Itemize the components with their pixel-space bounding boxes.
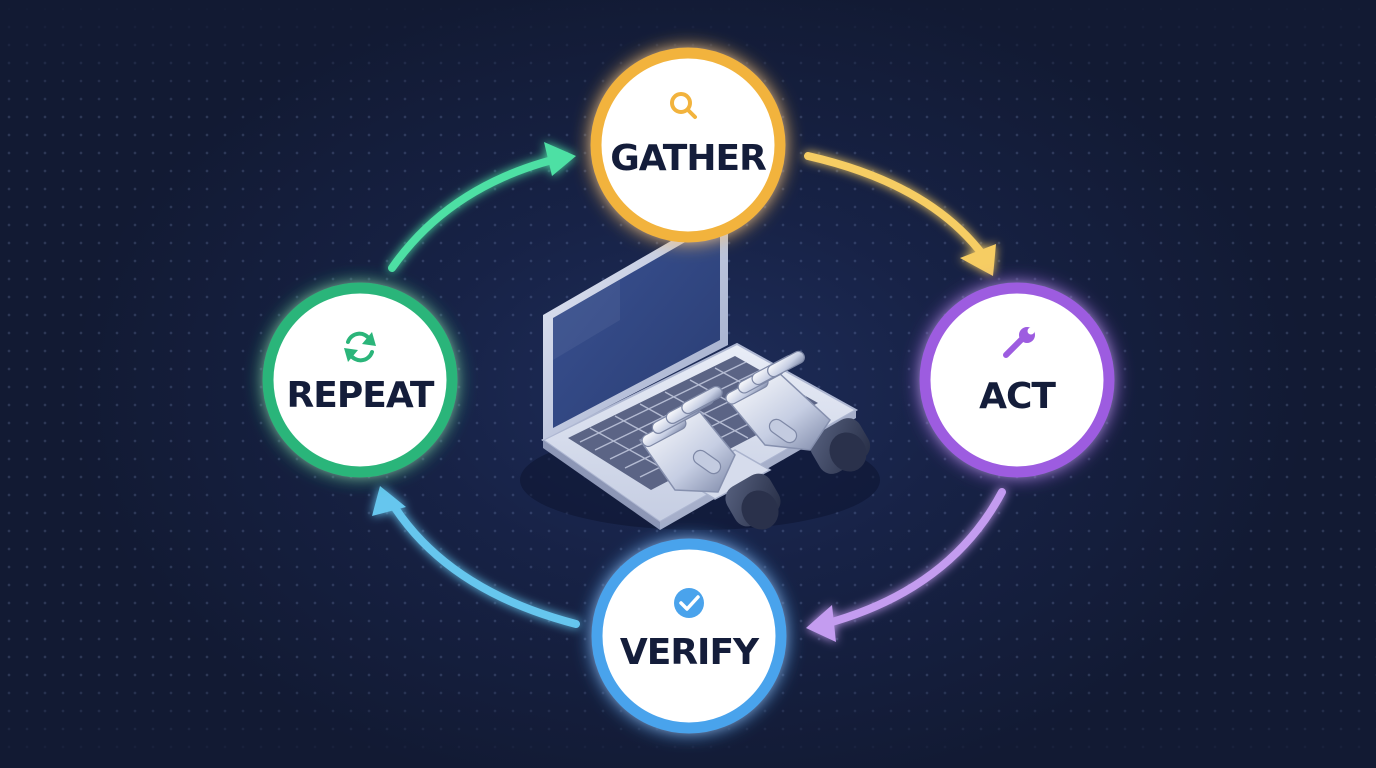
node-repeat: REPEAT <box>262 282 458 478</box>
arrow-act-to-verify <box>806 488 1006 642</box>
checkmark-icon <box>674 588 704 618</box>
refresh-icon <box>344 331 376 363</box>
arrow-gather-to-act <box>804 152 996 276</box>
node-repeat-ring <box>262 282 458 478</box>
node-verify: VERIFY <box>591 538 787 734</box>
node-gather-ring <box>590 47 786 243</box>
wrench-icon <box>1003 327 1035 358</box>
node-act: ACT <box>919 282 1115 478</box>
node-verify-label: VERIFY <box>620 632 760 673</box>
node-gather: GATHER <box>590 47 786 243</box>
node-gather-label: GATHER <box>610 138 766 179</box>
node-repeat-label: REPEAT <box>287 375 435 416</box>
arrow-verify-to-repeat <box>372 486 580 628</box>
node-verify-ring <box>591 538 787 734</box>
laptop-robot-illustration <box>520 208 880 530</box>
arrow-repeat-to-gather <box>388 142 576 272</box>
node-act-label: ACT <box>979 376 1056 417</box>
magnifier-icon <box>670 92 697 119</box>
node-act-ring <box>919 282 1115 478</box>
